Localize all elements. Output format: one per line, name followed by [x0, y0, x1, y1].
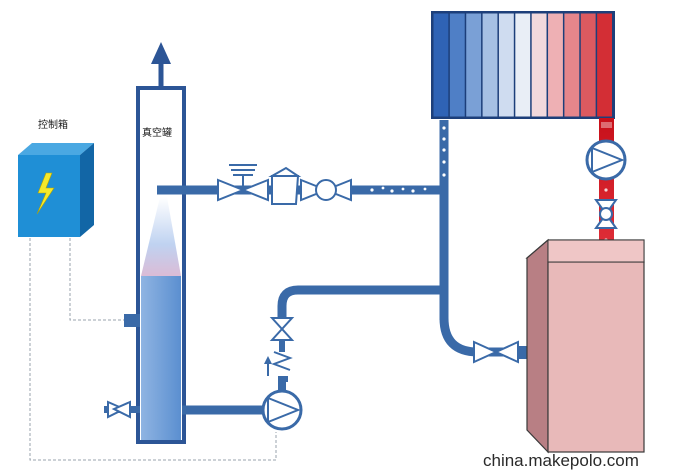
hot-line	[599, 118, 614, 258]
butterfly-valve-icon	[473, 340, 519, 364]
control-wires	[29, 238, 277, 461]
watermark: china.makepolo.com	[483, 451, 639, 470]
vacuum-tank-label: 真空罐	[142, 126, 172, 139]
boiler	[525, 238, 645, 454]
pipes	[157, 120, 530, 415]
check-valve-icon	[268, 166, 302, 205]
gate-valve-icon	[217, 164, 269, 202]
radiator	[431, 11, 615, 119]
up-arrow-icon	[151, 42, 171, 64]
butterfly-valve-icon	[269, 317, 295, 341]
pump-icon	[261, 389, 303, 431]
control-box	[18, 143, 94, 237]
pump-outlet	[278, 376, 288, 382]
drain-valve	[104, 400, 140, 419]
radiator-fin	[530, 12, 548, 118]
radiator-fin	[563, 12, 581, 118]
radiator-fin	[579, 12, 597, 118]
up-arrow-icon	[264, 356, 272, 376]
vacuum-tank	[136, 42, 186, 444]
radiator-fin	[432, 12, 450, 118]
check-valve-icon	[271, 351, 293, 371]
radiator-fin	[465, 12, 483, 118]
control-box-label: 控制箱	[38, 118, 68, 131]
radiator-fin	[596, 12, 614, 118]
air-bubbles	[370, 126, 446, 193]
butterfly-valve-icon	[594, 199, 618, 229]
radiator-fin	[514, 12, 532, 118]
butterfly-valve-icon	[300, 178, 352, 202]
radiator-fin	[497, 12, 515, 118]
lightning-icon	[36, 172, 55, 215]
radiator-fin	[481, 12, 499, 118]
radiator-fin	[547, 12, 564, 118]
level-sensor	[124, 314, 140, 327]
pump-icon	[585, 139, 627, 181]
radiator-fin	[448, 12, 466, 118]
